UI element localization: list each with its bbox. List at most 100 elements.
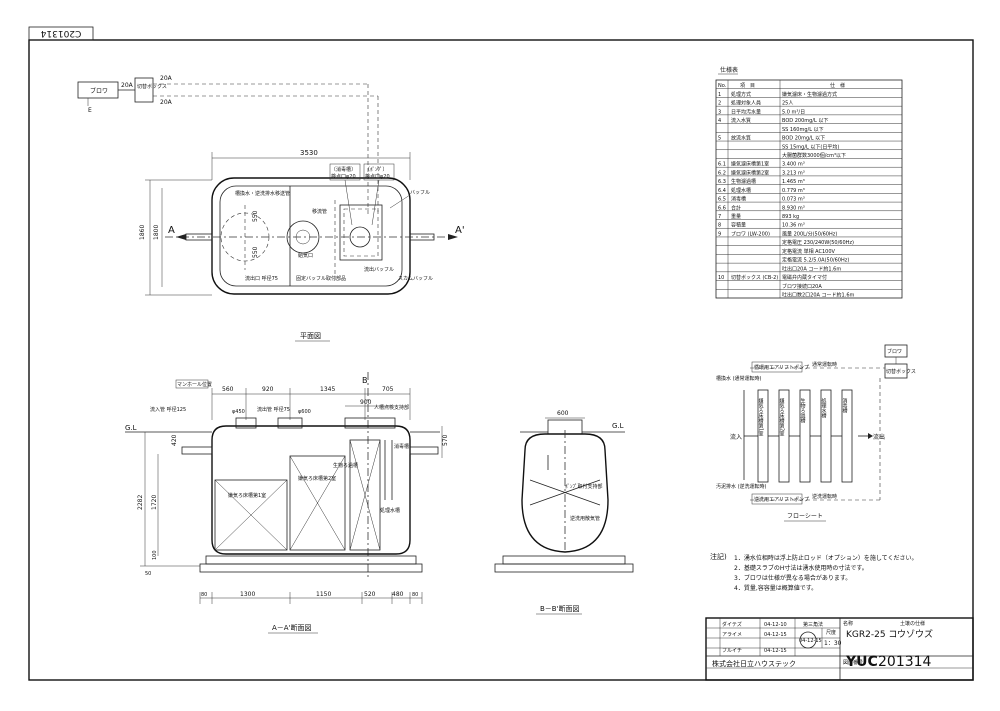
dim-80b: 80 [412, 592, 418, 598]
bb-diffuser-label: 逆洗用散気管 [570, 515, 600, 522]
spec-cell: 処理対象人員 [731, 100, 761, 107]
spec-cell: 生物濾過槽 [731, 178, 756, 185]
callout-disinfect-2: 検点口φ20 [331, 173, 356, 180]
notes: 注記) 1．湧水位相時は浮上防止ロッド（オプション）を施してください。 2．基礎… [710, 552, 917, 592]
flow-switch: 切替ボックス [886, 368, 916, 375]
spec-cell: 6.1 [718, 162, 726, 168]
callout-disinfect: 〔消毒槽〕 [331, 166, 356, 173]
spec-cell: 流入水質 [731, 117, 751, 124]
spec-header-cell: 仕 様 [830, 82, 845, 89]
flow-title: フローシート [787, 513, 823, 520]
spec-cell: 重量 [731, 213, 741, 220]
spec-cell: 1.465 m³ [782, 179, 805, 185]
sheet-id: C201314 [40, 28, 81, 38]
tb-name-header: 土壌の仕様 [900, 620, 925, 627]
transfer-pipe-label: 槽換水・逆洗排水移送管 [235, 190, 290, 197]
spec-cell: 3 [718, 109, 721, 115]
dim-550b: 550 [252, 246, 259, 258]
flow-blower: ブロワ [887, 348, 902, 355]
tb-company: 株式会社日立ハウステック [712, 659, 796, 668]
dim-1300: 1300 [240, 591, 255, 598]
spec-cell: 風量 200L/分(50/60Hz) [782, 230, 837, 237]
section-aa-view: 560 920 1345 705 900 B マンホール位置 流入管 呼径125… [125, 372, 449, 634]
ac-label-2: 20A [160, 75, 173, 82]
ground-label: E [88, 107, 92, 114]
spec-cell: 7 [718, 214, 721, 220]
spec-cell: 処理方式 [731, 91, 751, 98]
spec-cell: SS 15mg/L 以下(日平均) [782, 143, 839, 150]
flow-return-top: 槽換水 (通常運転時) [716, 375, 762, 382]
plan-view: ブロワ E 20A 切替ボックス 20A 20A 3530 1860 1800 … [77, 75, 465, 342]
chamber3-label: 生物ろ過槽 [333, 462, 358, 469]
scum-label: スカムバッフル [398, 276, 433, 282]
blower-label: ブロワ [90, 87, 108, 95]
manhole-label: マンホール位置 [177, 381, 212, 388]
spec-cell: 定格電圧 230/240W(50/60Hz) [782, 239, 854, 246]
support-label: 固定バッフル取付部品 [296, 275, 346, 282]
spec-cell: 25人 [782, 101, 793, 107]
phi450-label: φ450 [232, 409, 245, 415]
tb-checked-date: 04-12-15 [764, 632, 787, 638]
inlet-label: 流入管 呼径125 [150, 406, 186, 413]
note-4: 4．質量,容容量は概算値です。 [734, 584, 817, 592]
spec-cell: 処理水槽 [731, 187, 751, 194]
note-1: 1．湧水位相時は浮上防止ロッド（オプション）を施してください。 [734, 554, 917, 562]
section-aa-title: A－A'断面図 [272, 623, 312, 632]
spec-cell: 定格電流 単相 AC100V [782, 248, 836, 255]
spec-cell: 893 kg [782, 214, 799, 220]
spec-header-cell: No. [718, 83, 727, 89]
tb-approved-date: 04-12-15 [764, 648, 787, 654]
flow-outflow: 流出 [873, 433, 885, 441]
flow-stage-label: 生物ろ過槽 [800, 397, 806, 424]
tb-scale: 1：30 [824, 640, 842, 647]
flow-stage-box [841, 389, 853, 483]
tb-projection: 第三角法 [803, 621, 823, 628]
spec-cell: 嫌気濾床槽第1室 [731, 161, 769, 168]
spec-cell: 6.2 [718, 170, 726, 176]
title-block: ダイテズ 04-12-10 アライメ 04-12-15 フルイチ 04-12-1… [705, 617, 974, 681]
spec-cell: 5 [718, 136, 721, 142]
spec-header-cell: 項 目 [740, 83, 755, 89]
flow-sheet: ブロワ 切替ボックス 通常運転時 逆洗運転時 循環用エアリフトポンプ 逆洗用エア… [716, 344, 916, 522]
tb-checked-label: アライメ [722, 632, 742, 638]
overflow-label: 流出口 呼径75 [245, 275, 278, 282]
spec-cell: 3.400 m³ [782, 162, 805, 168]
tb-drawing-no-label: 図面番号 [843, 659, 863, 666]
spec-cell: 0.073 m³ [782, 197, 805, 203]
ac-label-3: 20A [160, 99, 173, 106]
dim-570: 570 [442, 434, 449, 446]
plan-title: 平面図 [300, 332, 321, 340]
tank-bb-outline [521, 433, 609, 553]
dim-50: 50 [145, 571, 151, 577]
chamber2-label: 嫌気ろ床槽第2室 [298, 475, 336, 482]
spec-cell: ブロワ (LW-200) [731, 230, 770, 237]
ac-label-1: 20A [121, 82, 134, 89]
tank-section-outline [211, 425, 411, 555]
gl-label: G.L [125, 424, 137, 432]
spec-cell: 2 [718, 101, 721, 107]
tb-name-label: 名称 [843, 620, 853, 627]
spec-cell: 放流水質 [731, 135, 751, 142]
chamber4-label: 処理水槽 [380, 507, 400, 514]
section-bb-view: 600 G.L ﾎﾟﾝﾌﾟ取付支持部 逆洗用散気管 B－B'断面図 [494, 410, 634, 615]
dim-1720: 1720 [151, 495, 158, 510]
tb-drawn-label: ダイテズ [722, 621, 742, 628]
dim-inner: 1800 [153, 225, 160, 240]
spec-cell: 大腸菌群数3000個/cm³以下 [782, 152, 846, 159]
spec-cell: 4 [718, 118, 721, 124]
section-bb-title: B－B'断面図 [540, 604, 580, 613]
spec-cell: 切替ボックス (CB-2) [731, 274, 778, 281]
spec-cell: 嫌気濾床槽第2室 [731, 169, 769, 176]
dim-100: 100 [152, 550, 158, 560]
spec-cell: 10 [718, 275, 724, 281]
baffle-label: バッフル [410, 190, 430, 196]
support2-label: 人槽点検支持部 [374, 404, 409, 411]
flow-normal: 通常運転時 [812, 361, 837, 368]
sheet-id-box [28, 26, 94, 41]
phi600-label: φ600 [298, 409, 311, 415]
spec-cell: 10.36 m³ [782, 223, 805, 229]
dim-550a: 550 [252, 210, 259, 222]
dim-2282: 2282 [137, 495, 144, 510]
